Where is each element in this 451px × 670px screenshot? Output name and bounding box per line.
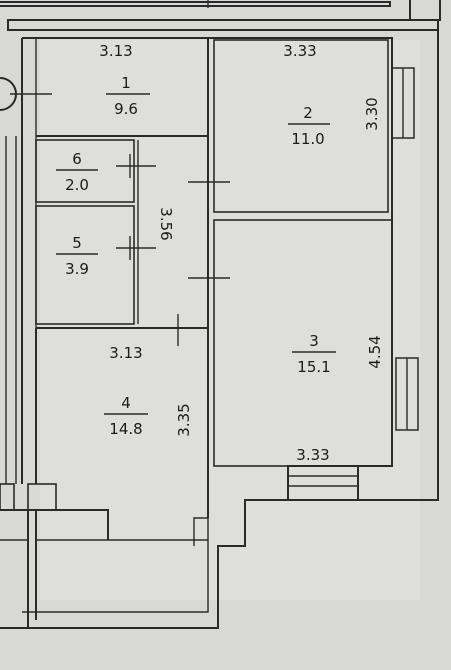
room6-area: 2.0: [65, 176, 89, 194]
room3-area: 15.1: [297, 358, 330, 376]
lower-left-post: [27, 510, 37, 628]
room6-number: 6: [72, 150, 82, 168]
outer-boundary: [0, 30, 439, 629]
dim-hall-length: 3.56: [157, 207, 175, 240]
dim-room4-height: 3.35: [175, 403, 193, 436]
room4-area: 14.8: [109, 420, 142, 438]
room5-area: 3.9: [65, 260, 89, 278]
room5-number: 5: [72, 234, 82, 252]
room1-area: 9.6: [114, 100, 138, 118]
room5-outline: [35, 205, 135, 325]
top-wall-frame: [0, 1, 391, 7]
room3-number: 3: [309, 332, 319, 350]
dim-room2-width: 3.33: [283, 42, 316, 60]
dim-room1-width: 3.13: [99, 42, 132, 60]
room4-number: 4: [121, 394, 131, 412]
room2-number: 2: [303, 104, 313, 122]
dim-room2-height: 3.30: [363, 97, 381, 130]
dim-room3-width: 3.33: [296, 446, 329, 464]
window-room3-bottom: [287, 475, 359, 501]
paper-highlight: [40, 40, 420, 600]
room1-number: 1: [121, 74, 131, 92]
room3-outline: [213, 219, 393, 467]
room6-outline: [35, 139, 135, 203]
room2-area: 11.0: [291, 130, 324, 148]
dim-room3-height: 4.54: [366, 335, 384, 368]
dim-room4-width: 3.13: [109, 344, 142, 362]
room2-outline: [213, 39, 389, 213]
